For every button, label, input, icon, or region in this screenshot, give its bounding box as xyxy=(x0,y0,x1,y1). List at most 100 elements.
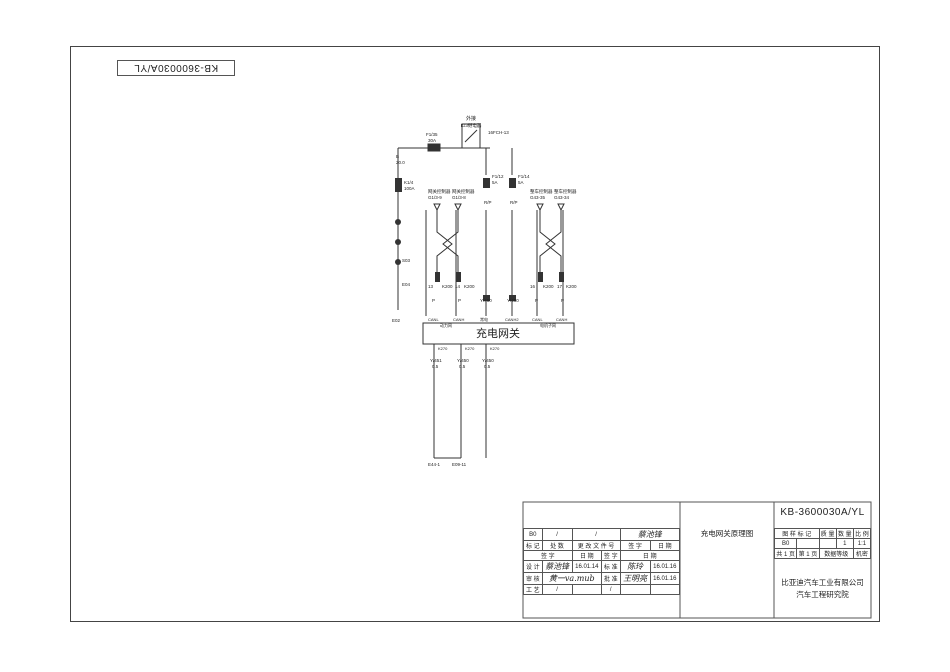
bottom-gauge-1: 0.5 xyxy=(432,364,439,369)
mid-wire-4: Y/450 xyxy=(507,298,519,303)
sig-design: 蔡池锋 xyxy=(541,560,573,573)
left-chain-2: E04 xyxy=(402,282,411,287)
bottom-gauge-2: 0.5 xyxy=(459,364,466,369)
gw-in-1: CANL xyxy=(428,317,439,322)
date-standard: 16.01.16 xyxy=(649,560,681,573)
gw-in-6: CANH xyxy=(556,317,567,322)
connector-3-name: 整车控制器 xyxy=(530,188,553,195)
connector-2-name: 网关控制器 xyxy=(452,188,475,195)
top-wire-label-2: R/P xyxy=(510,200,518,205)
bottom-gauge-3: 0.5 xyxy=(484,364,491,369)
left-chain-1: S03 xyxy=(402,258,411,263)
hdr-doc: 更 改 文 件 号 xyxy=(571,540,621,551)
sheet-current: 第 1 页 xyxy=(796,548,820,559)
hdr-mass: 质 量 xyxy=(818,528,837,539)
gw-out-3: K270 xyxy=(490,346,500,351)
hdr2-date-a: 日 期 xyxy=(571,550,602,561)
relay-code: 16FCH-13 xyxy=(488,130,509,135)
hdr-mark: 标 记 xyxy=(523,540,543,551)
sig-process: / xyxy=(541,584,573,595)
left-chain-3: E02 xyxy=(392,318,401,323)
fuse-f1-35-id: F1/35 xyxy=(426,132,438,137)
connector-1-code: G1/3-9 xyxy=(428,195,442,200)
rev-qty: / xyxy=(541,528,573,541)
val-quantity: 1 xyxy=(835,538,854,549)
sig-standard: 陈玲 xyxy=(619,560,651,573)
secret-level: 机密 xyxy=(852,548,872,559)
company-line-1: 比亚迪汽车工业有限公司 xyxy=(781,578,864,587)
spec-table: 图 样 标 记 质 量 数 量 比 例 B0 1 1:1 共 1 页 第 1 页… xyxy=(773,528,872,559)
ground-2: E09-11 xyxy=(452,462,467,467)
drawing-sheet xyxy=(70,46,880,622)
val-pattern: B0 xyxy=(773,538,798,549)
fuse-k1-4-rating: 100A xyxy=(404,186,415,191)
fuse-f1-12-rating: 5A xyxy=(492,180,498,185)
role-process: 工 艺 xyxy=(523,584,543,595)
fuse-f1-12-id: F1/12 xyxy=(492,174,504,179)
connector-4-name: 整车控制器 xyxy=(554,188,577,195)
drawing-title: 充电网关原理图 xyxy=(700,529,754,538)
connector-1-name: 网关控制器 xyxy=(428,188,451,195)
sig-review: 黄一va.mub xyxy=(541,572,602,585)
mid-wire-3: Y/450 xyxy=(480,298,492,303)
val-scale: 1:1 xyxy=(852,538,872,549)
hdr-count: 处 数 xyxy=(541,540,573,551)
pin-13: 13 xyxy=(428,284,434,289)
date-approve: 16.01.16 xyxy=(649,572,681,585)
company-name: 比亚迪汽车工业有限公司 汽车工程研究院 xyxy=(775,577,870,601)
hdr-quantity: 数 量 xyxy=(835,528,854,539)
hdr2-date-b: 日 期 xyxy=(619,550,681,561)
gw-in-2: CANH xyxy=(453,317,464,322)
date-design: 16.01.14 xyxy=(571,560,602,573)
mid-wire-1: P xyxy=(432,298,435,303)
gateway-box xyxy=(422,322,575,345)
gw-in-5: CANL xyxy=(532,317,543,322)
fuse-box-label-2: IG3继电器 xyxy=(461,122,482,129)
role-review: 审 核 xyxy=(523,572,543,585)
data-level: 数据等级 xyxy=(818,548,854,559)
ig3-relay xyxy=(461,123,481,149)
pin-13-code: K200 xyxy=(442,284,453,289)
drawing-number: KB-3600030A/YL xyxy=(780,507,865,518)
connector-4-code: G43-34 xyxy=(554,195,570,200)
gw-group-2: 电机子网 xyxy=(540,322,556,328)
fuse-f1-35 xyxy=(427,143,441,152)
fuse-f1-12 xyxy=(483,178,490,188)
fuse-k1-4 xyxy=(395,178,402,192)
gw-in-3: 常电 xyxy=(480,316,488,322)
pin-17-code: K200 xyxy=(566,284,577,289)
role-approve: 批 准 xyxy=(600,572,621,585)
gw-out-1: K270 xyxy=(438,346,448,351)
connector-2-code: G1/3-8 xyxy=(452,195,466,200)
mid-wire-2: P xyxy=(458,298,461,303)
connector-3-code: G43-35 xyxy=(530,195,546,200)
company-line-2: 汽车工程研究院 xyxy=(796,590,849,599)
rev-doc: / xyxy=(571,528,621,541)
fuse-k1-4-id: K1/4 xyxy=(404,180,414,185)
gw-out-2: K270 xyxy=(465,346,475,351)
gw-group-1: 动力网 xyxy=(440,322,452,328)
fuse-f1-14-id: F1/14 xyxy=(518,174,530,179)
gw-in-4: CANH2 xyxy=(505,317,519,322)
sig-approve: 王明亮 xyxy=(619,572,651,585)
role-standard: 标 准 xyxy=(600,560,621,573)
revision-table: B0 / / 蔡池锋 标 记 处 数 更 改 文 件 号 签 字 日 期 签 字… xyxy=(523,528,681,595)
mid-wire-5: P xyxy=(535,298,538,303)
pin-14: 14 xyxy=(455,284,461,289)
pin-14-code: K200 xyxy=(464,284,475,289)
rev-code: B0 xyxy=(523,528,543,541)
role-process-2: / xyxy=(600,584,621,595)
ground-1: E44-1 xyxy=(428,462,441,467)
fuse-f1-14-rating: 5A xyxy=(518,180,524,185)
hdr-pattern-mark: 图 样 标 记 xyxy=(774,528,820,539)
bottom-wire-3: Y/450 xyxy=(482,358,494,363)
hdr2-sign-a: 签 字 xyxy=(523,550,573,561)
hdr2-sign-b: 签 字 xyxy=(600,550,621,561)
pin-16: 16 xyxy=(530,284,536,289)
pin-17: 17 xyxy=(557,284,563,289)
fuse-box-label-1: 外接 xyxy=(466,115,476,122)
hdr-date: 日 期 xyxy=(649,540,681,551)
mid-wire-6: P xyxy=(561,298,564,303)
left-wire-note: B xyxy=(396,154,399,159)
